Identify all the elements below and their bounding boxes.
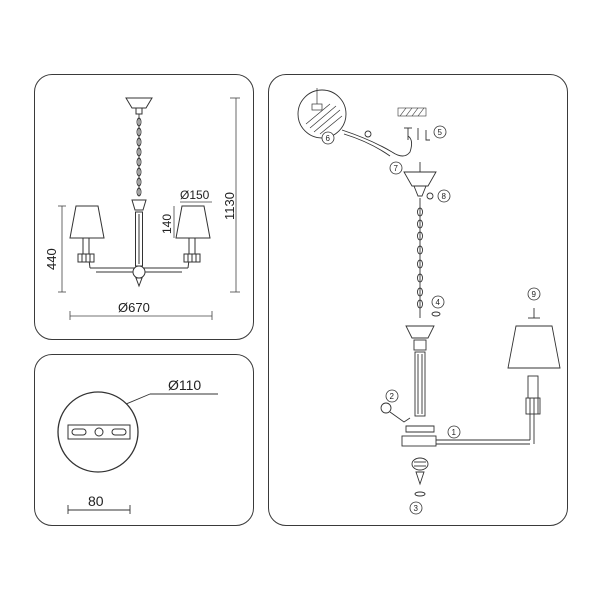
- callout-1: 1: [452, 428, 457, 437]
- callout-6: 6: [326, 134, 331, 143]
- assembly-drawing: [297, 88, 561, 497]
- callout-9: 9: [532, 290, 537, 299]
- chain: [136, 114, 142, 197]
- callout-markers: [321, 125, 541, 515]
- callout-3: 3: [414, 504, 419, 513]
- canopy-plate-view: [57, 391, 218, 514]
- callout-8: 8: [442, 192, 447, 201]
- dim-width-total: Ø670: [118, 300, 150, 315]
- dim-height-total: 1130: [222, 192, 237, 220]
- callout-2: 2: [390, 392, 395, 401]
- left-shade: [69, 205, 105, 239]
- ceiling-detail: [297, 89, 347, 139]
- dim-plate-width: 80: [88, 493, 104, 509]
- right-shade: [175, 205, 211, 239]
- dim-shade-diameter: Ø150: [180, 188, 210, 202]
- dim-height-body: 440: [44, 248, 59, 270]
- callout-4: 4: [436, 298, 441, 307]
- callout-5: 5: [438, 128, 443, 137]
- chandelier-front-view: [69, 97, 211, 288]
- assembly-panel: [268, 74, 568, 526]
- dim-shade-height: 140: [160, 214, 174, 234]
- mounting-plate: [67, 424, 131, 440]
- assembly-shade: [507, 325, 561, 369]
- dim-canopy-diameter: Ø110: [168, 377, 201, 393]
- front-dimension-lines: [58, 97, 240, 320]
- callout-7: 7: [394, 164, 399, 173]
